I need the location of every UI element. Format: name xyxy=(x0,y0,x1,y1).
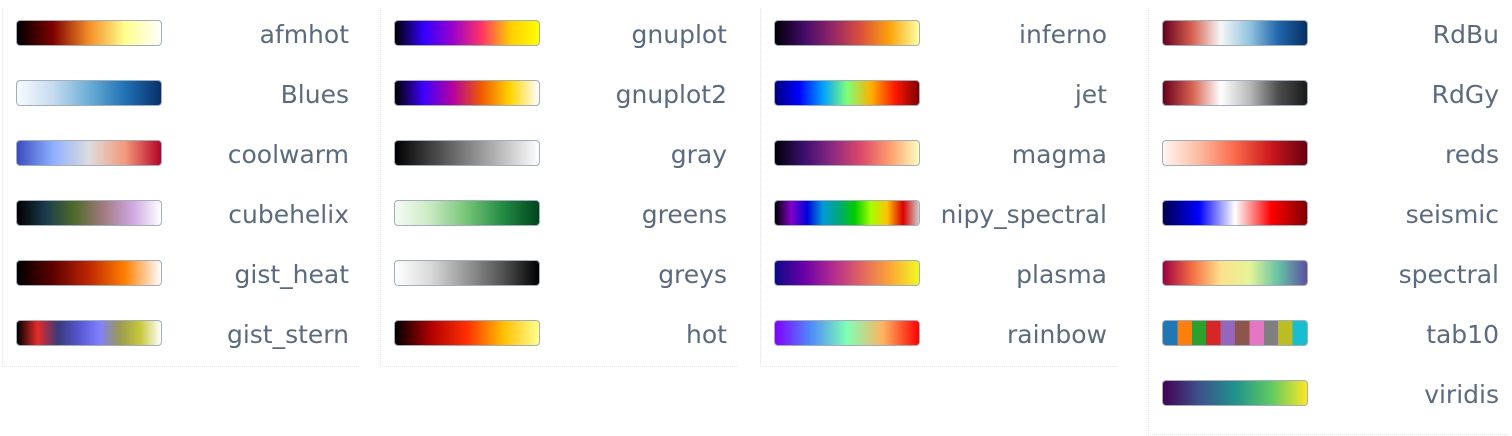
colormap-label: nipy_spectral xyxy=(940,200,1107,229)
colormap-label: Blues xyxy=(280,80,349,109)
colormap-option-seismic[interactable]: seismic xyxy=(1149,190,1509,250)
colormap-option-magma[interactable]: magma xyxy=(761,130,1117,190)
colormap-label: hot xyxy=(686,320,727,349)
colormap-option-gist_stern[interactable]: gist_stern xyxy=(3,310,359,370)
colormap-label: rainbow xyxy=(1007,320,1107,349)
colormap-option-greens[interactable]: greens xyxy=(381,190,737,250)
colormap-swatch xyxy=(774,200,920,226)
colormap-option-plasma[interactable]: plasma xyxy=(761,250,1117,310)
colormap-label: greens xyxy=(641,200,727,229)
colormap-swatch xyxy=(774,80,920,106)
colormap-swatch xyxy=(16,320,162,346)
colormap-swatch xyxy=(774,20,920,46)
colormap-label: jet xyxy=(1074,80,1107,109)
colormap-label: tab10 xyxy=(1426,320,1499,349)
colormap-option-gist_heat[interactable]: gist_heat xyxy=(3,250,359,310)
colormap-label: reds xyxy=(1444,140,1499,169)
colormap-option-viridis[interactable]: viridis xyxy=(1149,370,1509,430)
colormap-label: cubehelix xyxy=(228,200,349,229)
colormap-label: greys xyxy=(658,260,727,289)
colormap-option-spectral[interactable]: spectral xyxy=(1149,250,1509,310)
colormap-option-gnuplot2[interactable]: gnuplot2 xyxy=(381,70,737,130)
colormap-label: coolwarm xyxy=(227,140,349,169)
colormap-label: gist_heat xyxy=(234,260,350,289)
colormap-label: gist_stern xyxy=(226,320,349,349)
colormap-swatch xyxy=(1162,260,1308,286)
colormap-label: gnuplot xyxy=(631,20,727,49)
colormap-option-rdbu[interactable]: RdBu xyxy=(1149,10,1509,70)
colormap-option-gnuplot[interactable]: gnuplot xyxy=(381,10,737,70)
colormap-swatch xyxy=(16,20,162,46)
colormap-option-tab10[interactable]: tab10 xyxy=(1149,310,1509,370)
colormap-label: viridis xyxy=(1424,380,1499,409)
colormap-label: spectral xyxy=(1398,260,1499,289)
colormap-option-hot[interactable]: hot xyxy=(381,310,737,370)
colormap-option-rdgy[interactable]: RdGy xyxy=(1149,70,1509,130)
colormap-swatch xyxy=(774,260,920,286)
colormap-label: afmhot xyxy=(259,20,349,49)
colormap-option-gray[interactable]: gray xyxy=(381,130,737,190)
colormap-option-coolwarm[interactable]: coolwarm xyxy=(3,130,359,190)
colormap-swatch xyxy=(16,260,162,286)
colormap-swatch xyxy=(16,80,162,106)
colormap-swatch xyxy=(774,320,920,346)
colormap-label: RdBu xyxy=(1432,20,1499,49)
colormap-swatch xyxy=(394,320,540,346)
colormap-swatch xyxy=(394,20,540,46)
colormap-swatch xyxy=(1162,20,1308,46)
colormap-option-reds[interactable]: reds xyxy=(1149,130,1509,190)
colormap-label: seismic xyxy=(1405,200,1499,229)
colormap-swatch xyxy=(1162,140,1308,166)
colormap-label: gray xyxy=(670,140,727,169)
colormap-swatch xyxy=(774,140,920,166)
colormap-column-2: gnuplot gnuplot2 gray greens greys hot xyxy=(380,8,737,367)
colormap-label: inferno xyxy=(1019,20,1107,49)
colormap-option-afmhot[interactable]: afmhot xyxy=(3,10,359,70)
colormap-swatch xyxy=(394,200,540,226)
colormap-option-blues[interactable]: Blues xyxy=(3,70,359,130)
colormap-option-cubehelix[interactable]: cubehelix xyxy=(3,190,359,250)
colormap-swatch xyxy=(394,140,540,166)
colormap-swatch xyxy=(394,260,540,286)
colormap-option-greys[interactable]: greys xyxy=(381,250,737,310)
colormap-swatch xyxy=(1162,200,1308,226)
colormap-label: gnuplot2 xyxy=(615,80,727,109)
colormap-swatch xyxy=(16,140,162,166)
colormap-option-rainbow[interactable]: rainbow xyxy=(761,310,1117,370)
colormap-swatch xyxy=(1162,380,1308,406)
colormap-label: RdGy xyxy=(1431,80,1499,109)
colormap-option-inferno[interactable]: inferno xyxy=(761,10,1117,70)
colormap-label: plasma xyxy=(1016,260,1107,289)
colormap-label: magma xyxy=(1011,140,1107,169)
colormap-swatch xyxy=(1162,80,1308,106)
colormap-swatch xyxy=(1162,320,1308,346)
colormap-swatch xyxy=(394,80,540,106)
colormap-option-jet[interactable]: jet xyxy=(761,70,1117,130)
colormap-swatch xyxy=(16,200,162,226)
colormap-option-nipy_spectral[interactable]: nipy_spectral xyxy=(761,190,1117,250)
